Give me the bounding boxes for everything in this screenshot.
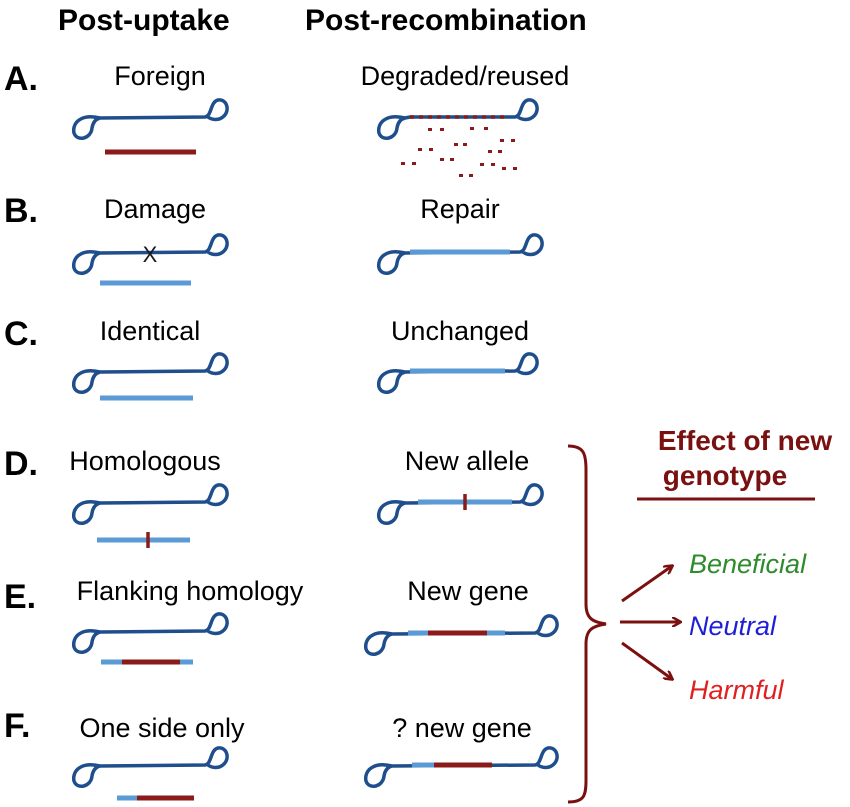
arrow-harmful [621,641,672,679]
effect-title-line2: genotype [663,460,787,491]
uptake-diagram-e [71,612,229,665]
row-letter-e: E. [4,578,36,616]
uptake-label-e: Flanking homology [77,576,304,606]
row-letter-d: D. [4,445,38,483]
outcome-harmful: Harmful [689,675,785,705]
row-letter-a: A. [4,60,38,98]
uptake-label-d: Homologous [69,446,221,476]
result-diagram-f [363,746,559,789]
result-label-f: ? new gene [392,713,532,743]
uptake-label-f: One side only [79,713,245,743]
row-letter-c: C. [4,315,38,353]
header-post-recombination: Post-recombination [305,4,587,37]
result-diagram-d [376,483,544,526]
uptake-diagram-a [71,98,229,155]
outcome-beneficial: Beneficial [689,549,807,579]
result-diagram-e [363,614,559,657]
uptake-label-a: Foreign [114,61,206,91]
uptake-diagram-d [71,483,229,548]
result-label-e: New gene [407,576,529,606]
header-post-uptake: Post-uptake [58,4,230,37]
uptake-diagram-b: X [71,233,229,286]
result-label-c: Unchanged [391,316,529,346]
result-diagram-b [376,233,544,276]
row-letter-b: B. [4,192,38,230]
arrow-beneficial [621,566,672,603]
effect-title-line1: Effect of new [658,425,832,456]
uptake-label-b: Damage [104,194,206,224]
result-diagram-a [376,98,539,177]
row-letter-f: F. [4,707,30,745]
result-label-a: Degraded/reused [361,61,570,91]
degraded-dna-fragments [401,127,517,177]
damage-mark: X [143,242,158,267]
outcome-neutral: Neutral [689,611,777,641]
uptake-diagram-f [71,746,229,801]
result-diagram-c [376,352,539,395]
result-label-b: Repair [420,194,500,224]
uptake-label-c: Identical [100,316,201,346]
outcome-brace [567,444,607,804]
uptake-diagram-c [71,352,229,401]
result-label-d: New allele [405,446,530,476]
